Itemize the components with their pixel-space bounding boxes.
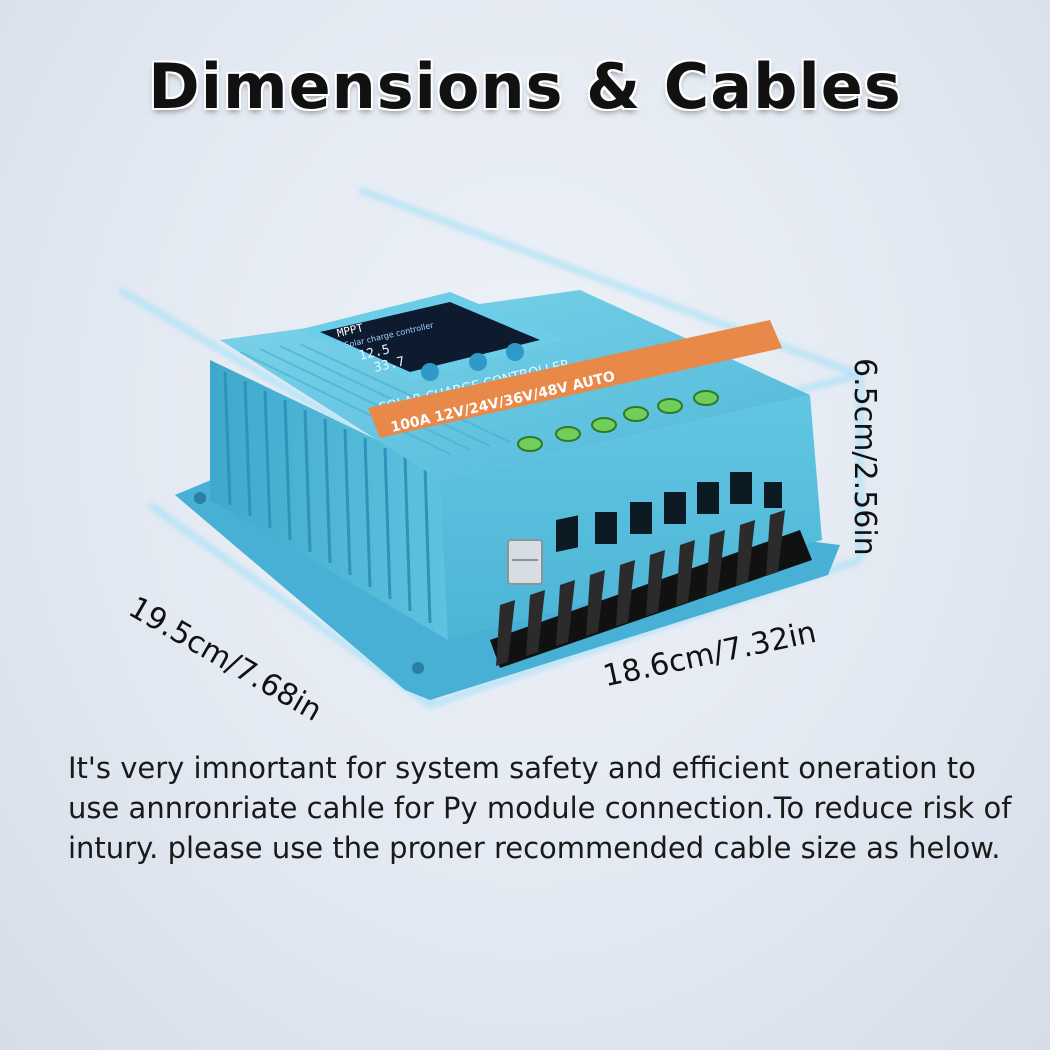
usb-port-icon [507,539,543,585]
button-icon [421,363,439,381]
side-fins [223,371,432,624]
button-icon [469,353,487,371]
mount-hole-icon [412,662,424,674]
screen-reading-2: 33.7 [373,354,407,376]
rating-strip [368,320,782,438]
cable-safety-description: It's very imnortant for system safety an… [68,751,1012,865]
screen-reading-1: 12.5 [358,342,392,364]
height-dimension-label: 6.5cm/2.56in [847,358,882,556]
lcd-screen [320,302,540,372]
terminal-slots [556,472,752,552]
terminal-screws [517,390,719,452]
dc-jack-icon [764,482,782,508]
screen-header: MPPT [336,321,365,340]
page-title: Dimensions & Cables [148,50,902,123]
charge-controller-illustration: MPPT Solar charge controller 12.5 33.7 S… [118,187,863,709]
button-icon [506,343,524,361]
mount-hole-icon [194,492,206,504]
heat-sink-fins [496,510,785,666]
